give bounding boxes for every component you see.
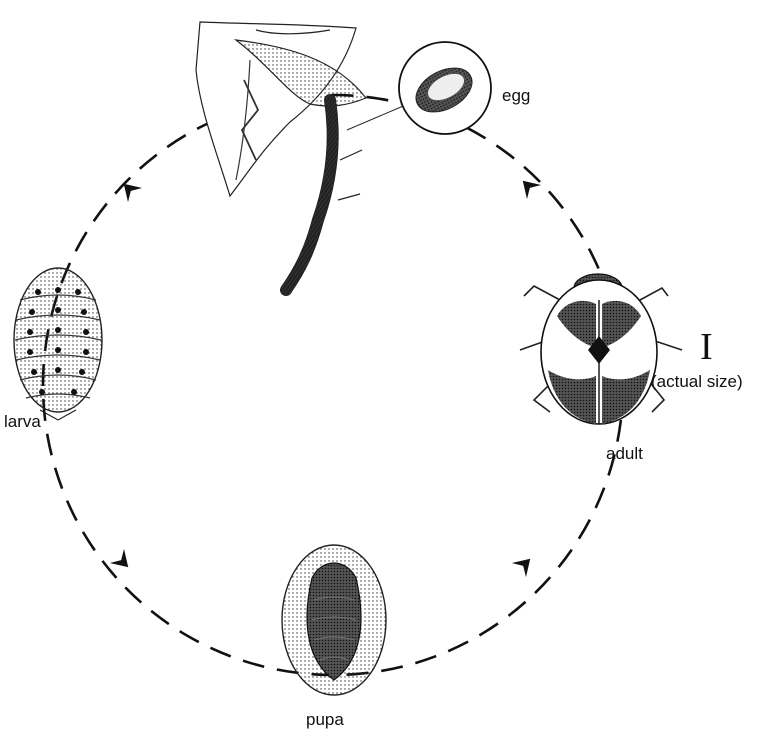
label-egg: egg (502, 86, 530, 106)
larva-icon (14, 268, 102, 420)
label-actual-size: (actual size) (651, 372, 743, 392)
label-larva: larva (4, 412, 41, 432)
pupa-icon (282, 545, 386, 695)
leaf-with-eggs-icon (196, 22, 408, 290)
egg-magnified-icon (399, 42, 491, 134)
cycle-arrow-icon (110, 549, 135, 574)
scale-bar: I (700, 328, 713, 366)
ladybird-beetle-icon (520, 274, 682, 424)
label-pupa: pupa (306, 710, 344, 730)
cycle-arrow-icon (512, 552, 537, 577)
label-adult: adult (606, 444, 643, 464)
